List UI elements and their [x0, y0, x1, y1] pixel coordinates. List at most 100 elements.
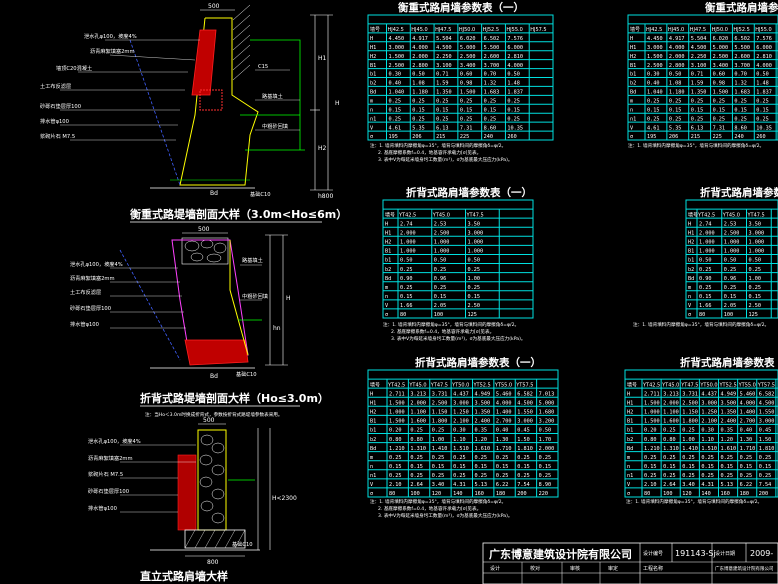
table-3r-cell: 3.000 — [701, 400, 717, 406]
table-1-cell: 0.70 — [484, 72, 497, 78]
table-1r-cell: 5.000 — [713, 45, 729, 51]
table-2r-cell: b2 — [688, 267, 694, 273]
table-3-cell: 4.437 — [453, 391, 469, 397]
table-3-cell: H1 — [370, 400, 376, 406]
table-2r-cell: 2.05 — [724, 303, 737, 309]
table-2r-cell: 1.000 — [749, 249, 765, 255]
table-2-cell: V — [385, 303, 388, 309]
table-1-cell: 3.400 — [460, 63, 476, 69]
section-1-title: 衡重式路堤墙剖面大样（3.0m<Ho≤6m） — [130, 207, 347, 221]
table-1-cell: 0.25 — [389, 116, 402, 122]
table-3r-cell: 1.500 — [644, 419, 660, 425]
table-3r-cell: 0.15 — [663, 464, 676, 470]
table-1-cell: 0.98 — [460, 81, 473, 87]
table-3r-cell: V — [627, 482, 630, 488]
table-2-cell: 0.15 — [434, 294, 447, 300]
table-3r-cell: 4.949 — [721, 391, 737, 397]
table-1-cell: 260 — [507, 134, 516, 140]
table-1r-cell: 6.13 — [691, 125, 704, 131]
table-1-cell: 0.25 — [460, 116, 473, 122]
dim-h-2: H — [286, 295, 291, 302]
table-2-cell: 1.66 — [400, 303, 413, 309]
table-1-cell: 0.25 — [507, 116, 520, 122]
table-3r-cell: 0.25 — [740, 473, 753, 479]
table-3-cell: 2.000 — [539, 446, 555, 452]
table-3r-cell: 0.25 — [701, 473, 714, 479]
table-1r-cell: 0.25 — [647, 99, 660, 105]
table-3r-cell: m — [627, 455, 630, 461]
table-3-cell: H — [370, 391, 373, 397]
table-2r-header-cell: 墙号 — [688, 211, 698, 218]
label-geotextile-1: 土工布反滤层 — [40, 82, 71, 90]
table-1-cell: 240 — [484, 134, 493, 140]
label-c15: C15 — [258, 64, 268, 70]
table-1r-cell: 0.15 — [756, 107, 769, 113]
table-3-cell: 1.10 — [453, 437, 466, 443]
table-2-cell: 0.50 — [434, 258, 447, 264]
table-2r-title: 折背式路肩墙参数 — [700, 186, 778, 199]
table-1-cell: 0.71 — [436, 72, 449, 78]
table-3r-cell: 1.310 — [663, 446, 679, 452]
table-3r-header-cell: YT57.5 — [757, 382, 775, 388]
table-1-cell: 2.000 — [412, 54, 428, 60]
table-3r-header-cell: YT52.5 — [719, 382, 737, 388]
table-3-cell: 0.30 — [453, 428, 466, 434]
table-3-cell: 3.000 — [453, 400, 469, 406]
table-1r-cell: 0.98 — [713, 81, 726, 87]
table-3r-cell: 0.25 — [721, 455, 734, 461]
title-block — [482, 542, 778, 584]
table-3r-cell: 1.810 — [759, 446, 775, 452]
label-masonry-3: 浆砌片石 M7.5 — [88, 470, 123, 478]
table-1-cell: V — [370, 125, 373, 131]
table-2r-cell: 125 — [749, 312, 758, 318]
table-1r-cell: 0.25 — [756, 99, 769, 105]
table-3r-cell: 0.25 — [663, 455, 676, 461]
table-3r-cell: 0.15 — [701, 464, 714, 470]
table-3r-cell: 2.500 — [682, 400, 698, 406]
table-1-note-1: 注：1. 墙背填料内摩擦角φ=35°，墙背与填料间的摩擦角δ=φ/2。 — [370, 142, 506, 149]
table-3r-cell: H2 — [627, 410, 633, 416]
table-1-cell: 7.576 — [507, 36, 523, 42]
table-3-cell: 200 — [517, 491, 526, 497]
table-1r-cell: 0.50 — [669, 72, 682, 78]
table-1-cell: 6.13 — [436, 125, 449, 131]
table-2-cell: n — [385, 294, 388, 300]
table-1r-cell: 4.450 — [647, 36, 663, 42]
table-2r-cell: 0.15 — [724, 294, 737, 300]
table-3-cell: 1.70 — [539, 437, 552, 443]
table-1-cell: H2 — [370, 54, 376, 60]
table-1r-cell: 1.040 — [647, 90, 663, 96]
table-1-cell: 0.25 — [436, 116, 449, 122]
table-1r-cell: 0.50 — [756, 72, 769, 78]
table-1r-cell: 0.25 — [669, 116, 682, 122]
table-1-cell: 2.500 — [460, 54, 476, 60]
table-2-cell: 3.000 — [468, 230, 484, 236]
table-1-cell: 1.59 — [436, 81, 449, 87]
table-2-cell: 0.25 — [468, 267, 481, 273]
dim-bd-1: Bd — [210, 190, 218, 197]
table-1r-cell: 1.683 — [734, 90, 750, 96]
table-1r-cell: 0.25 — [756, 116, 769, 122]
table-3-cell: 2.500 — [432, 400, 448, 406]
table-2r-cell: 0.25 — [749, 285, 762, 291]
table-1r-cell: 2.600 — [734, 54, 750, 60]
table-2-cell: 1.000 — [400, 240, 416, 246]
table-3r-cell: 1.350 — [721, 410, 737, 416]
table-1-cell: 206 — [412, 134, 421, 140]
table-1-cell: 0.15 — [389, 107, 402, 113]
table-1-cell: 0.15 — [412, 107, 425, 113]
table-3-cell: 1.20 — [475, 437, 488, 443]
table-3-cell: 1.00 — [432, 437, 445, 443]
table-3r-cell: 0.15 — [759, 464, 772, 470]
table-3-cell: 7.013 — [539, 391, 555, 397]
table-3r-cell: 1.400 — [740, 410, 756, 416]
table-1r-cell: 6.020 — [713, 36, 729, 42]
table-3r-cell: 0.25 — [682, 473, 695, 479]
table-2-cell: 0.15 — [468, 294, 481, 300]
table-1r-cell: 1.32 — [734, 81, 747, 87]
table-1r-cell: 2.250 — [691, 54, 707, 60]
table-1r-cell: H — [630, 36, 633, 42]
table-2-title: 折背式路肩墙参数表（一） — [406, 186, 532, 199]
table-2r-cell: 0.25 — [699, 285, 712, 291]
table-1-cell: 0.25 — [389, 99, 402, 105]
